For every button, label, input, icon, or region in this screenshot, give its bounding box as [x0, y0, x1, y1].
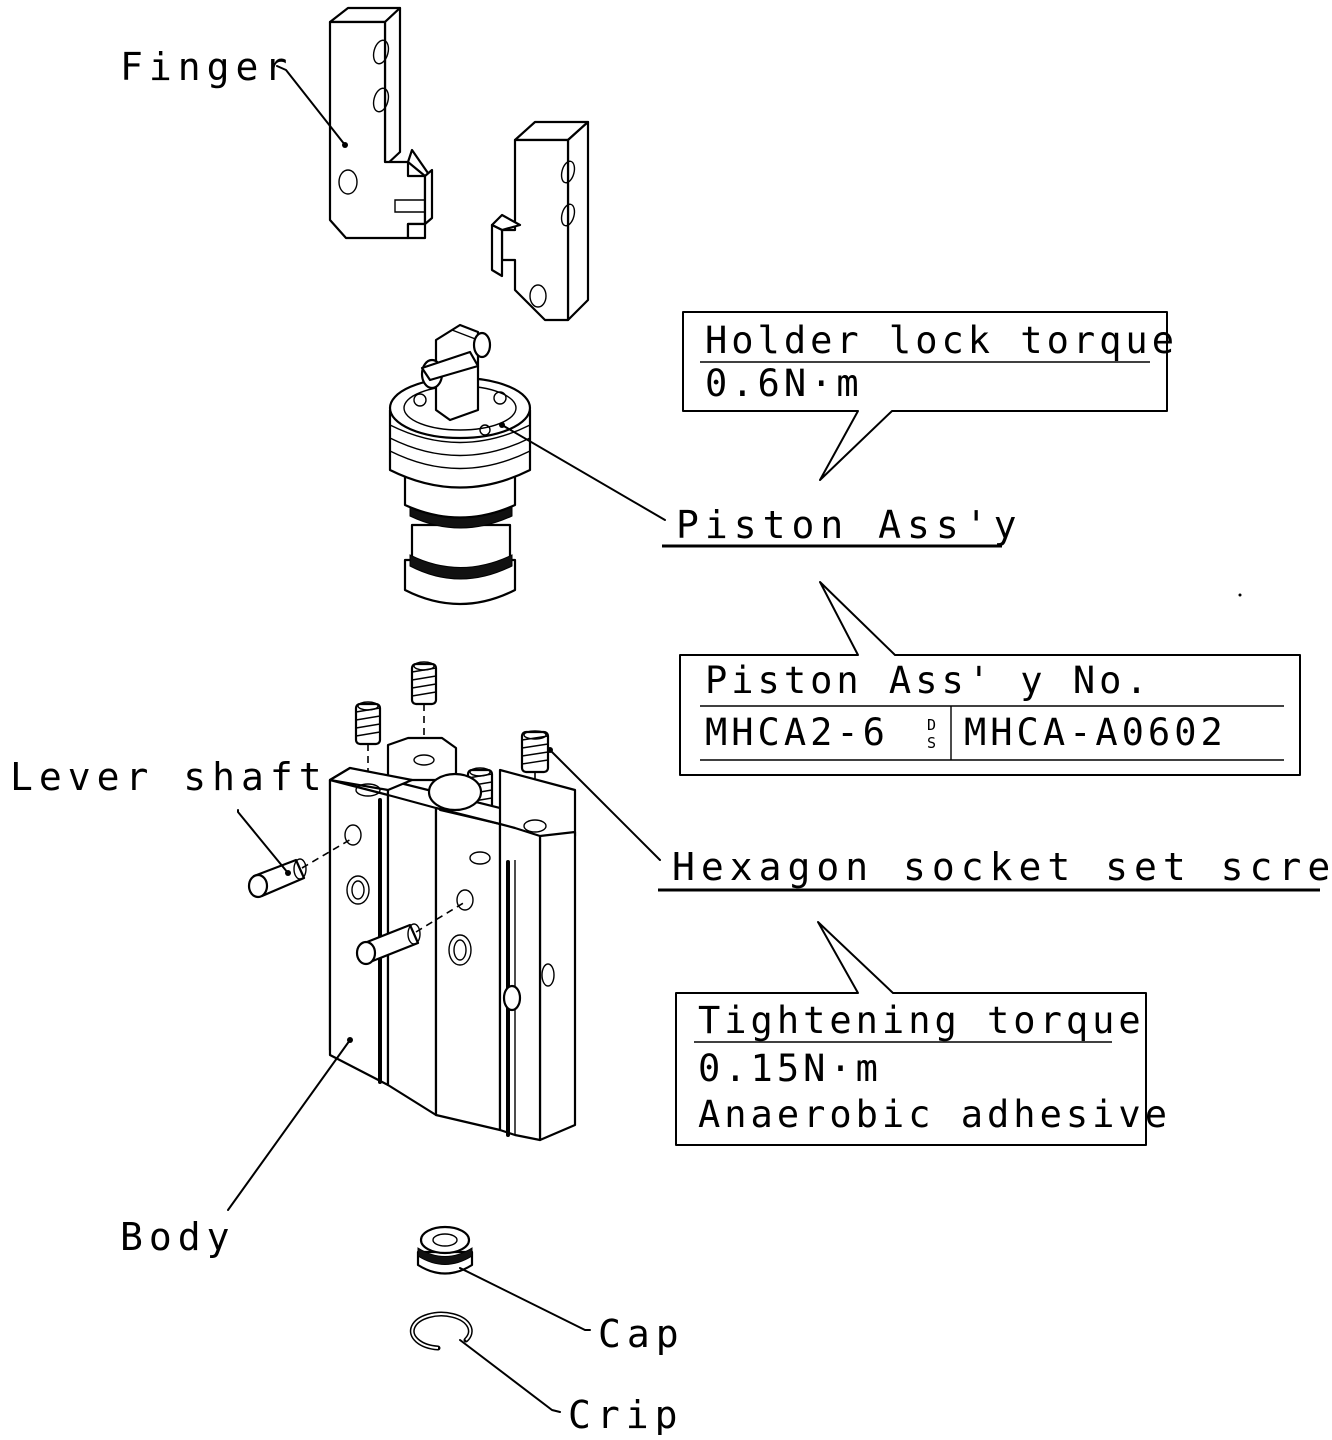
piston-model-sub: S — [927, 734, 936, 752]
body — [328, 736, 577, 1142]
finger-label: Finger — [120, 45, 293, 89]
piston-number-callout: Piston Ass' y No. MHCA2-6 D S MHCA-A0602 — [679, 581, 1301, 776]
lever-shaft-label: Lever shaft — [10, 755, 328, 799]
leader-lines — [227, 65, 666, 1413]
piston-part-number: MHCA-A0602 — [964, 711, 1227, 754]
holder-torque-value: 0.6N·m — [705, 362, 863, 405]
finger-left — [328, 6, 434, 240]
finger-right — [490, 120, 590, 322]
tightening-note: Anaerobic adhesive — [698, 1093, 1171, 1136]
holder-torque-callout: Holder lock torque 0.6N·m — [682, 311, 1178, 481]
tightening-torque-callout: Tightening torque 0.15N·m Anaerobic adhe… — [675, 921, 1171, 1146]
crip-label: Crip — [568, 1393, 684, 1435]
lever-shafts — [247, 837, 466, 966]
cap-label: Cap — [598, 1312, 685, 1356]
piston-number-title: Piston Ass' y No. — [705, 659, 1152, 702]
stray-dot — [1238, 593, 1242, 597]
body-label: Body — [120, 1215, 236, 1259]
crip — [409, 1311, 473, 1351]
tightening-title: Tightening torque — [698, 999, 1145, 1042]
piston-model-sup: D — [927, 716, 936, 734]
piston-assy-label: Piston Ass'y — [676, 503, 1023, 547]
set-screw-2 — [354, 701, 382, 746]
piston-assembly — [388, 323, 532, 605]
set-screw-3 — [520, 730, 550, 774]
hexagon-screw-label: Hexagon socket set screw — [672, 845, 1332, 889]
cap — [416, 1225, 474, 1275]
set-screw-1 — [410, 661, 438, 706]
tightening-value: 0.15N·m — [698, 1047, 882, 1090]
piston-model: MHCA2-6 — [705, 711, 889, 754]
holder-torque-title: Holder lock torque — [705, 319, 1178, 362]
